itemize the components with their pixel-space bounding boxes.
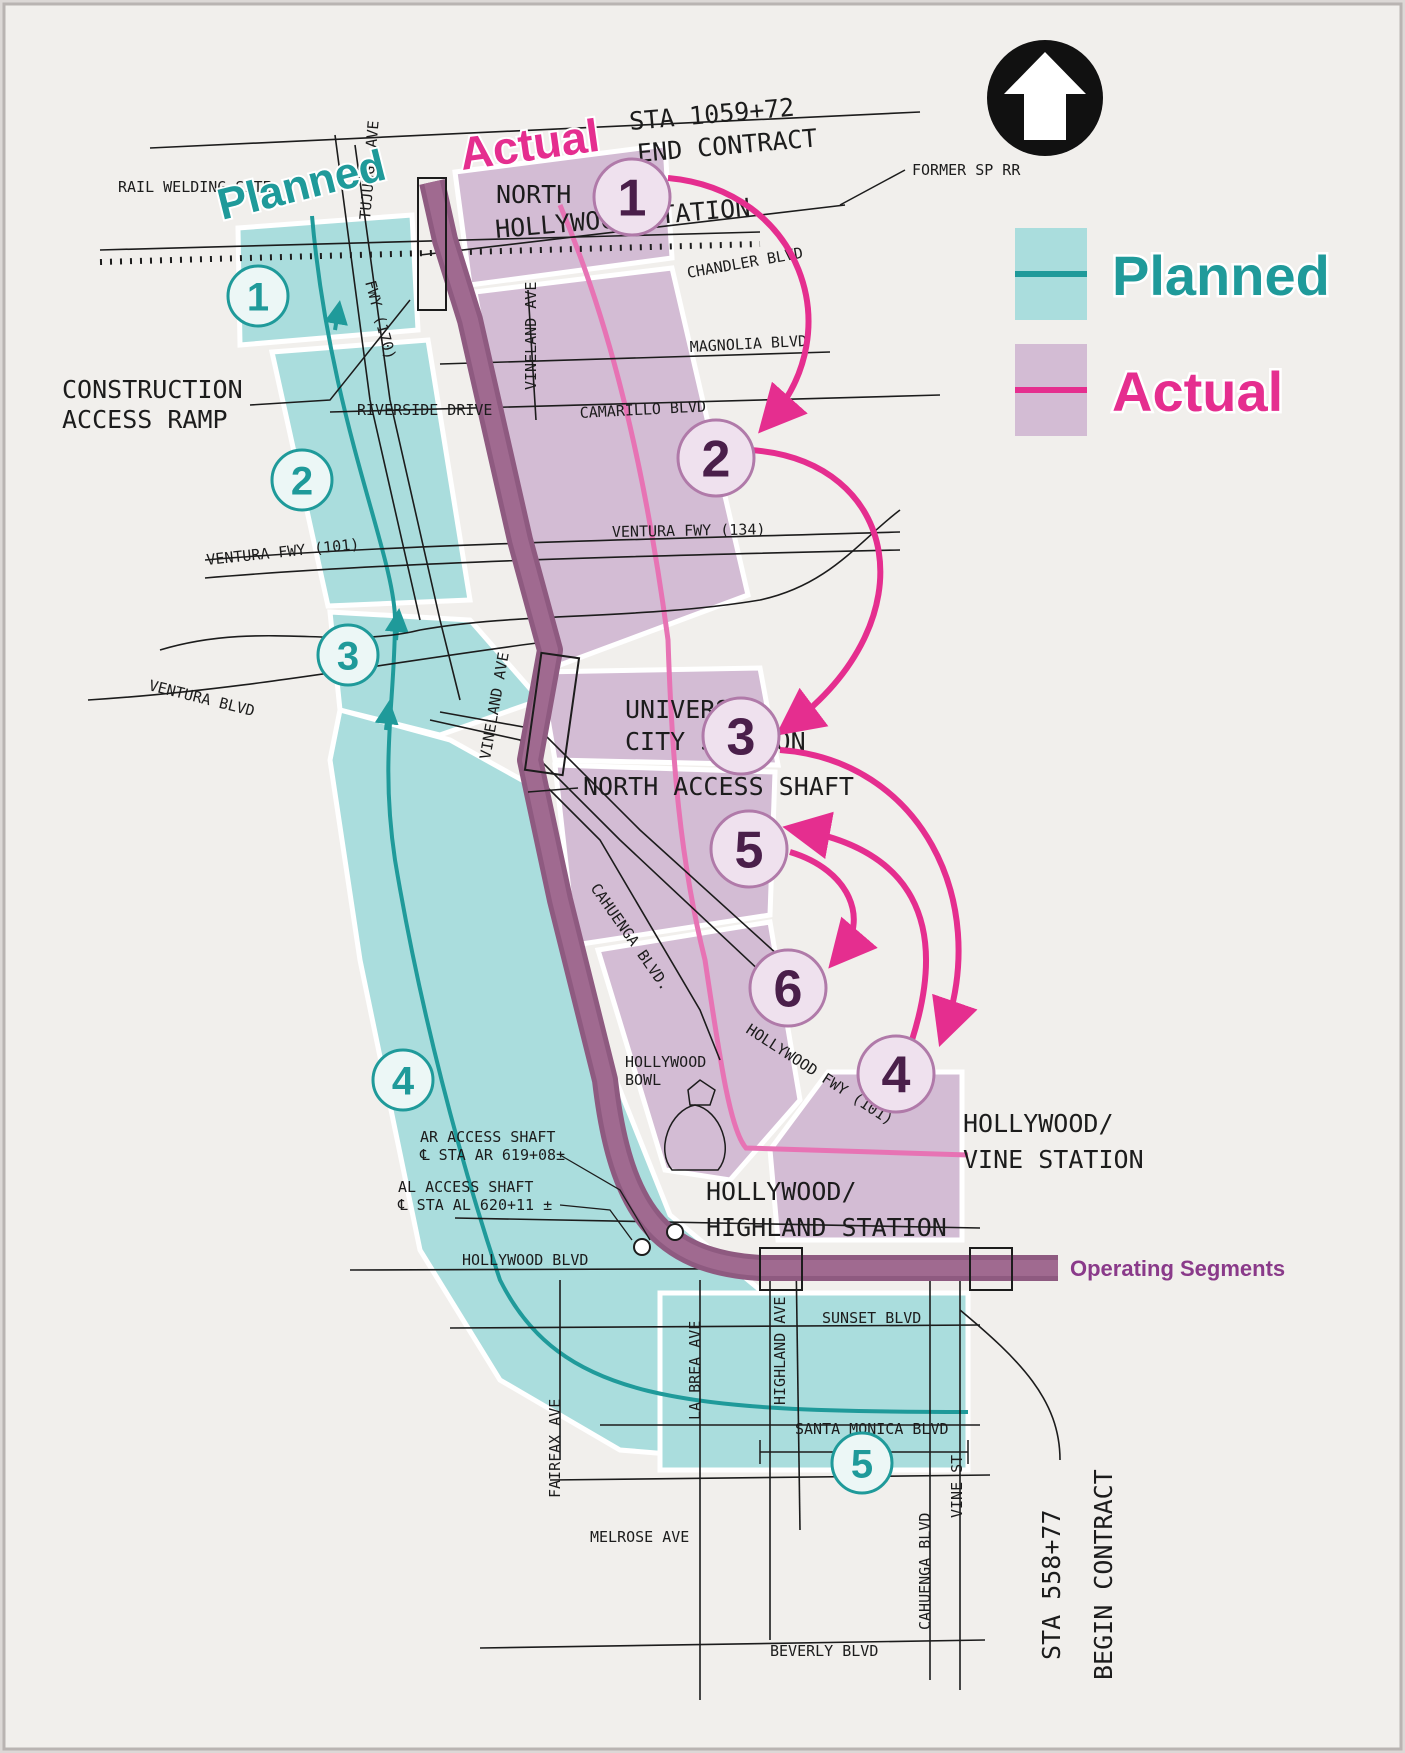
actual-segment-badge: 4: [856, 1034, 936, 1114]
planned-route-line: [310, 215, 969, 1414]
street-label-highland: HIGHLAND AVE: [771, 1297, 789, 1405]
planned-segment-badge: 3: [316, 623, 380, 687]
street-label-la-brea: LA BREA AVE: [686, 1321, 704, 1420]
street-label-cahuenga-south: CAHUENGA BLVD: [916, 1513, 934, 1630]
legend-actual-label: Actual: [1112, 360, 1283, 423]
legend: Planned Actual: [1015, 228, 1332, 436]
actual-segment-badge: 5: [709, 809, 789, 889]
actual-segment-badge: 6: [748, 948, 828, 1028]
station-north-hollywood-line1: NORTH: [496, 180, 571, 209]
notes: STA 1059+72 END CONTRACT FORMER SP RR RA…: [62, 93, 1144, 1680]
planned-segment-badge-number: 3: [337, 634, 359, 678]
street-label-ventura-fwy-134: VENTURA FWY (134): [612, 520, 766, 541]
street-label-riverside: RIVERSIDE DRIVE: [357, 401, 492, 419]
actual-segment-badge-number: 3: [727, 709, 756, 767]
actual-segment-badge: 1: [592, 157, 672, 237]
construction-note-line1: CONSTRUCTION: [62, 375, 243, 404]
planned-segment-badge: 2: [270, 448, 334, 512]
actual-segment-badge: 3: [701, 696, 781, 776]
operating-segments: Operating Segments: [417, 177, 1285, 1291]
actual-segment-badge-number: 6: [774, 961, 803, 1019]
actual-segment-badge-number: 4: [882, 1047, 911, 1105]
planned-segment-badges: 1 2 3 4 5: [226, 264, 894, 1495]
actual-segment-badge: 2: [676, 418, 756, 498]
street-label-hollywood-blvd: HOLLYWOOD BLVD: [462, 1251, 588, 1269]
hollywood-bowl-line1: HOLLYWOOD: [625, 1053, 706, 1071]
actual-segment-badges: 1 2 3 5 6 4: [592, 157, 936, 1114]
hollywood-bowl-line2: BOWL: [625, 1071, 661, 1089]
street-label-santa-monica: SANTA MONICA BLVD: [795, 1420, 949, 1438]
north-arrow-icon: [987, 40, 1103, 156]
street-label-melrose: MELROSE AVE: [590, 1528, 689, 1546]
al-shaft-note-line1: AL ACCESS SHAFT: [398, 1178, 533, 1196]
begin-contract-note: BEGIN CONTRACT: [1089, 1469, 1118, 1680]
street-label-vine: VINE ST: [948, 1455, 966, 1518]
street-label-fairfax: FAIRFAX AVE: [546, 1399, 564, 1498]
planned-segment-badge-number: 1: [247, 275, 269, 319]
actual-segment-badge-number: 2: [702, 431, 731, 489]
former-sp-rr-note: FORMER SP RR: [912, 161, 1021, 179]
actual-route-line: [557, 204, 969, 1158]
station-hollywood-highland-line2: HIGHLAND STATION: [706, 1213, 947, 1242]
actual-segment-badge-number: 1: [618, 170, 647, 228]
actual-region: [452, 142, 969, 1243]
operating-segments-label: Operating Segments: [1070, 1256, 1285, 1281]
street-label-vineland-north: VINELAND AVE: [522, 282, 540, 390]
construction-note-line2: ACCESS RAMP: [62, 405, 228, 434]
station-hollywood-vine-line1: HOLLYWOOD/: [963, 1109, 1114, 1138]
legend-planned-label: Planned: [1112, 244, 1330, 307]
actual-segment-badge-number: 5: [735, 822, 764, 880]
street-linework: [87, 111, 1061, 1700]
planned-segment-badge-number: 4: [392, 1059, 415, 1103]
north-access-shaft-label: NORTH ACCESS SHAFT: [583, 772, 854, 801]
street-label-sunset: SUNSET BLVD: [822, 1309, 921, 1327]
planned-segment-badge: 5: [830, 1431, 894, 1495]
planned-segment-badge-number: 2: [291, 459, 313, 503]
planned-segment-badge: 4: [371, 1048, 435, 1112]
planned-segment-badge: 1: [226, 264, 290, 328]
ar-shaft-note-line1: AR ACCESS SHAFT: [420, 1128, 555, 1146]
planned-segment-badge-number: 5: [851, 1442, 873, 1486]
station-hollywood-highland-line1: HOLLYWOOD/: [706, 1177, 857, 1206]
begin-station-note: STA 558+77: [1037, 1509, 1066, 1660]
rail-welding-note: RAIL WELDING SITE: [118, 178, 272, 196]
street-label-beverly: BEVERLY BLVD: [770, 1642, 878, 1660]
station-hollywood-vine-line2: VINE STATION: [963, 1145, 1144, 1174]
al-shaft-note-line2: ℄ STA AL 620+11 ±: [397, 1196, 552, 1214]
actual-sequence-arrows: [667, 175, 978, 1048]
ar-shaft-note-line2: ℄ STA AR 619+08±: [419, 1146, 565, 1164]
